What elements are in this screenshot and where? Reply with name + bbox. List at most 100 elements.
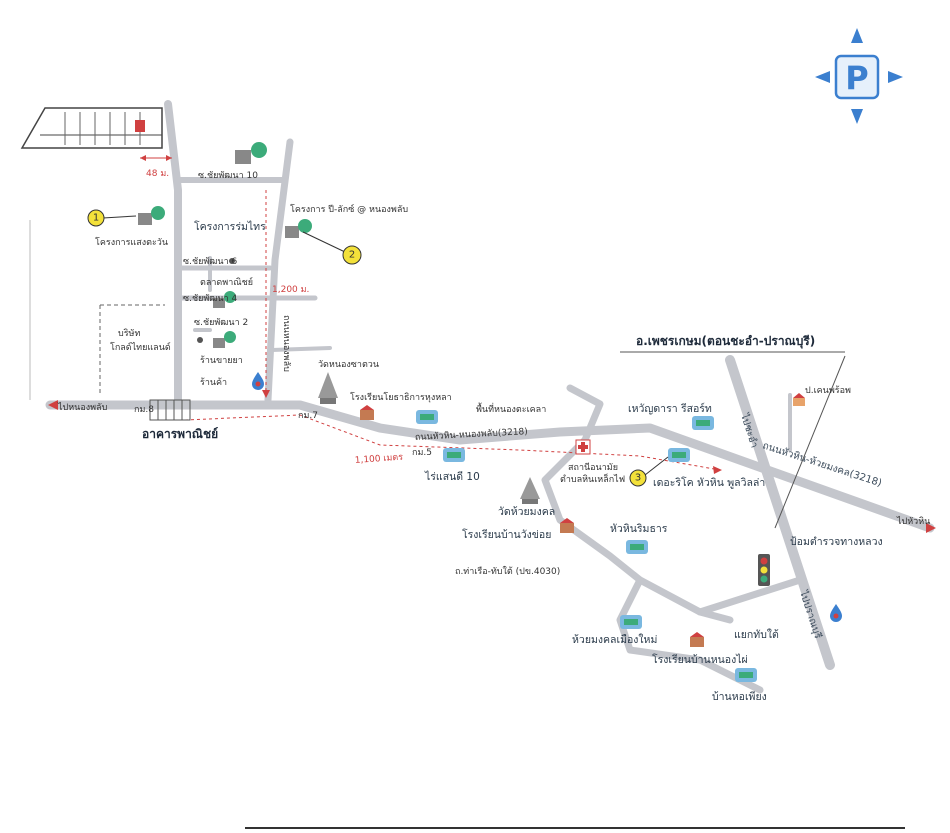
village-icon: [735, 668, 757, 682]
guide-lines: [29, 220, 846, 529]
distance-1100m: 1,100 เมตร: [355, 453, 404, 466]
road-east-vertical: [264, 138, 294, 404]
direction-west: ไปหนองพลับ: [57, 402, 108, 413]
distance-48m: 48 ม.: [146, 169, 169, 179]
marker-2-label: 2: [349, 250, 355, 261]
place-commercial: อาคารพาณิชย์: [142, 427, 218, 441]
road-3218-label: ถนนหัวหิน-ห้วยมงคล(3218): [761, 439, 883, 489]
compass-east-arrow: [888, 71, 903, 83]
marker-2: [342, 245, 362, 265]
map-labels: อ.เพชรเกษม(ตอนชะอำ-ปราณบุรี) 48 ม. 1,200…: [57, 169, 930, 703]
school-icon: [690, 632, 704, 647]
marker-3-label: 3: [635, 473, 641, 484]
place-police: ป้อมตำรวจทางหลวง: [790, 536, 883, 548]
traffic-light-icon: [758, 554, 770, 586]
place-school-1: โรงเรียนโยธาธิการหุงหลา: [350, 392, 452, 403]
house-icon: [793, 393, 805, 406]
gas-station-icon: [830, 604, 842, 622]
arrow-west: [48, 400, 58, 410]
guide-line-1: [774, 355, 846, 529]
direction-pran: ไปปราณบุรี: [797, 588, 824, 641]
marker-1-label: 1: [93, 213, 99, 224]
tree-building-icon: [213, 291, 236, 308]
km5-label: กม.5: [412, 448, 432, 458]
compass-north-arrow: [851, 28, 863, 43]
tree-building-icon: [213, 331, 236, 348]
place-company-2: โกลด์ไทยแลนด์: [110, 341, 171, 353]
village-icon: [668, 448, 690, 462]
place-temple-2: วัดห้วยมงคล: [498, 506, 555, 518]
village-icon: [620, 615, 642, 629]
village-icon: [692, 416, 714, 430]
place-shop-1: ร้านขายยา: [200, 355, 243, 366]
tree-building-icon: [138, 206, 165, 225]
marker-1: [87, 209, 105, 227]
road-phetkasem: [725, 355, 835, 670]
direction-east: ไปหัวหิน: [896, 516, 930, 527]
temple-icon: [520, 477, 540, 504]
temple-icon: [318, 372, 338, 404]
place-area-label: พื้นที่หนองตะเคลา: [476, 402, 546, 415]
tree-building-icon: [235, 142, 267, 164]
place-proj-1: โครงการแสงตะวัน: [95, 237, 168, 248]
marker-3: [629, 469, 647, 487]
km8-label: กม.8: [134, 405, 154, 415]
map-icons: [138, 142, 842, 682]
place-village-2: บ้านหอเพียง: [712, 690, 767, 703]
vertical-road-label: ถนนหนองพลับ: [281, 315, 291, 372]
place-market: ตลาดพาณิชย์: [200, 276, 253, 288]
gas-station-icon: [252, 372, 264, 390]
school-icon: [560, 518, 574, 533]
numbered-markers: 1 2 3: [87, 209, 669, 487]
road-west-vertical: [164, 100, 182, 404]
dist-1100m-line: [184, 414, 721, 471]
village-icon: [416, 410, 438, 424]
place-market-2: สถานีอนามัย: [568, 462, 618, 473]
compass-west-arrow: [815, 71, 830, 83]
place-school-3: โรงเรียนบ้านหนองไผ่: [652, 653, 748, 666]
street-soi-10: ซ.ชัยพัฒนา 10: [198, 171, 258, 181]
compass-south-arrow: [851, 109, 863, 124]
place-hua-hin-view: หัวหินริมธาร: [610, 523, 668, 535]
place-proj-2: โครงการ ปี-ลักซ์ @ หนองพลับ: [290, 203, 408, 215]
street-soi-6: ซ.ชัยพัฒนา 6: [183, 257, 237, 267]
place-proj-hua-hin: โครงการร่มไทร: [194, 220, 266, 233]
street-soi-4: ซ.ชัยพัฒนา 4: [183, 294, 237, 304]
place-10: ไร่แสนดี 10: [424, 470, 480, 483]
distance-lines: [48, 155, 936, 533]
place-company: บริษัท: [118, 328, 140, 339]
shophouse-icon: [149, 399, 191, 421]
logo-box: [834, 54, 880, 100]
place-market-2b: ตำบลหินเหล็กไฟ: [560, 472, 625, 485]
place-new-village: ห้วยมงคลเมืองใหม่: [572, 633, 657, 646]
road-main: [45, 400, 935, 533]
place-shop-2: ร้านค้า: [200, 377, 227, 388]
road-loop-east: [696, 576, 804, 616]
road-loop-south: [616, 576, 764, 694]
place-top-right-mark: ป.เคนพร้อพ: [805, 385, 851, 396]
school-icon: [360, 405, 374, 420]
village-icon: [626, 540, 648, 554]
distance-1200m: 1,200 ม.: [272, 285, 309, 295]
road-loop-west: [541, 384, 734, 624]
place-junction: แยกทับใต้: [734, 628, 779, 641]
place-school-2: โรงเรียนบ้านวังข่อย: [462, 528, 551, 541]
health-station-icon: [575, 439, 591, 455]
tree-building-icon: [285, 219, 312, 238]
place-resort-1: เหวัญดารา รีสอร์ท: [628, 402, 712, 415]
place-temple-1: วัดหนองซาตวน: [318, 360, 379, 370]
street-soi-2: ซ.ชัยพัฒนา 2: [194, 318, 248, 328]
compass-logo: P: [815, 28, 903, 124]
arrow-east: [926, 523, 936, 533]
building-facade: [20, 107, 163, 149]
road-4030-label: ถ.ท่าเรือ-ทับใต้ (ปข.4030): [455, 566, 560, 577]
road-network: [45, 100, 935, 694]
km7-label: กม.7: [298, 411, 318, 421]
road-branch: [270, 346, 332, 352]
logo-letter: P: [845, 59, 868, 97]
village-icon: [443, 448, 465, 462]
small-pin-icon: [197, 258, 235, 343]
header-label: อ.เพชรเกษม(ตอนชะอำ-ปราณบุรี): [636, 334, 815, 349]
place-resort-3: เดอะริโค หัวหิน พูลวิลล่า: [653, 476, 765, 489]
